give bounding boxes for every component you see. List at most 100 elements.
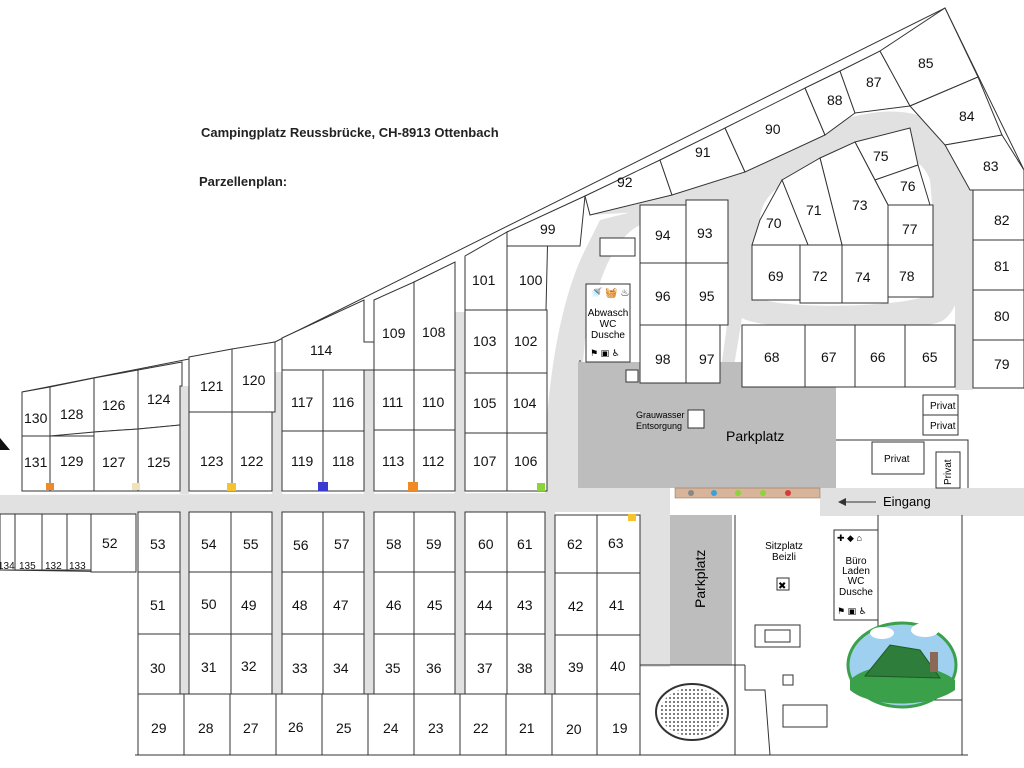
plot-20[interactable] [551,693,598,756]
plot-55[interactable] [230,511,273,573]
private-label-4: Privat [943,459,954,485]
plot-51-label: 51 [150,597,166,613]
plot-133[interactable] [66,513,92,571]
plot-65[interactable] [904,324,956,388]
plot-114-label: 114 [310,342,333,358]
plot-91-label: 91 [695,144,711,160]
plot-74-label: 74 [855,269,871,285]
plot-41[interactable] [596,572,641,636]
plot-61-label: 61 [517,536,533,552]
plot-98-label: 98 [655,351,671,367]
plot-46[interactable] [373,571,415,635]
plot-81[interactable] [972,239,1024,291]
plot-125[interactable] [137,424,181,492]
plot-31[interactable] [188,633,232,695]
plot-126-label: 126 [102,397,126,413]
plot-118[interactable] [322,430,365,492]
plot-60-label: 60 [478,536,494,552]
plot-21[interactable] [505,693,553,756]
sanitary-2-line-1: Büro [845,556,867,567]
plot-32[interactable] [230,633,273,695]
plot-37[interactable] [464,633,508,695]
plot-66-label: 66 [870,349,886,365]
plot-90-label: 90 [765,121,781,137]
plot-132[interactable] [41,513,68,571]
plot-41-label: 41 [609,597,625,613]
plot-38[interactable] [506,633,546,695]
plot-117[interactable] [281,369,324,432]
facility-icon-row-2: ⚑ ▣ ♿ [590,348,620,358]
sanitary-2-line-2: Laden [842,566,870,577]
plot-47[interactable] [322,571,365,635]
plot-67[interactable] [804,324,856,388]
plot-35[interactable] [373,633,415,695]
plot-95[interactable] [685,262,729,326]
plot-73-label: 73 [852,197,868,213]
plot-78-label: 78 [899,268,915,284]
plot-97[interactable] [685,324,721,384]
plot-49-label: 49 [241,597,257,613]
page-subtitle: Parzellenplan: [199,174,287,189]
plot-87-label: 87 [866,74,882,90]
plot-111[interactable] [373,369,415,431]
plot-110[interactable] [413,369,456,431]
plot-45[interactable] [413,571,456,635]
plot-23[interactable] [413,693,461,756]
plot-122[interactable] [231,411,273,492]
plot-99[interactable] [506,195,586,247]
plot-82[interactable] [972,189,1024,241]
plot-107[interactable] [464,432,508,492]
utility-strip [674,487,821,499]
plot-114[interactable] [281,299,375,371]
page-title: Campingplatz Reussbrücke, CH-8913 Ottenb… [201,125,499,140]
plot-102[interactable] [506,309,548,374]
plot-61[interactable] [506,511,546,573]
plot-112[interactable] [413,429,456,492]
plot-123[interactable] [188,411,233,492]
plot-53[interactable] [137,511,181,573]
plot-106[interactable] [506,432,548,492]
plot-104[interactable] [506,372,548,434]
plot-59[interactable] [413,511,456,573]
plot-22[interactable] [459,693,507,756]
plot-121-label: 121 [200,378,224,394]
plot-51[interactable] [137,571,181,635]
plot-26[interactable] [275,693,323,756]
plot-54[interactable] [188,511,232,573]
plot-110-label: 110 [422,394,445,410]
plot-66[interactable] [854,324,906,388]
swimming-pool [655,683,729,741]
plot-83[interactable] [944,134,1024,191]
plot-103[interactable] [464,309,508,374]
plot-102-label: 102 [514,333,538,349]
plot-27[interactable] [229,693,277,756]
plot-25-label: 25 [336,720,352,736]
plot-116[interactable] [322,369,365,432]
marker-beige [132,483,140,490]
plot-40[interactable] [596,634,641,696]
plot-104-label: 104 [513,395,537,411]
plot-109-label: 109 [382,325,406,341]
plot-77[interactable] [887,204,934,246]
plot-79[interactable] [972,339,1024,389]
plot-44[interactable] [464,571,508,635]
plot-96[interactable] [639,262,687,326]
plot-108[interactable] [413,261,456,371]
plot-29[interactable] [137,693,185,756]
plot-52[interactable] [90,513,137,573]
plot-30[interactable] [137,633,181,695]
plot-19[interactable] [596,693,641,756]
plot-42[interactable] [554,572,598,636]
plot-63[interactable] [596,514,641,574]
plot-58[interactable] [373,511,415,573]
plot-57[interactable] [322,511,365,573]
plot-24[interactable] [367,693,415,756]
plot-56[interactable] [281,511,324,573]
plot-120[interactable] [231,341,276,413]
plot-74[interactable] [841,244,889,304]
plot-43[interactable] [506,571,546,635]
plot-36[interactable] [413,633,456,695]
plot-78[interactable] [887,244,934,298]
plot-49[interactable] [230,571,273,635]
plot-72[interactable] [799,244,843,304]
